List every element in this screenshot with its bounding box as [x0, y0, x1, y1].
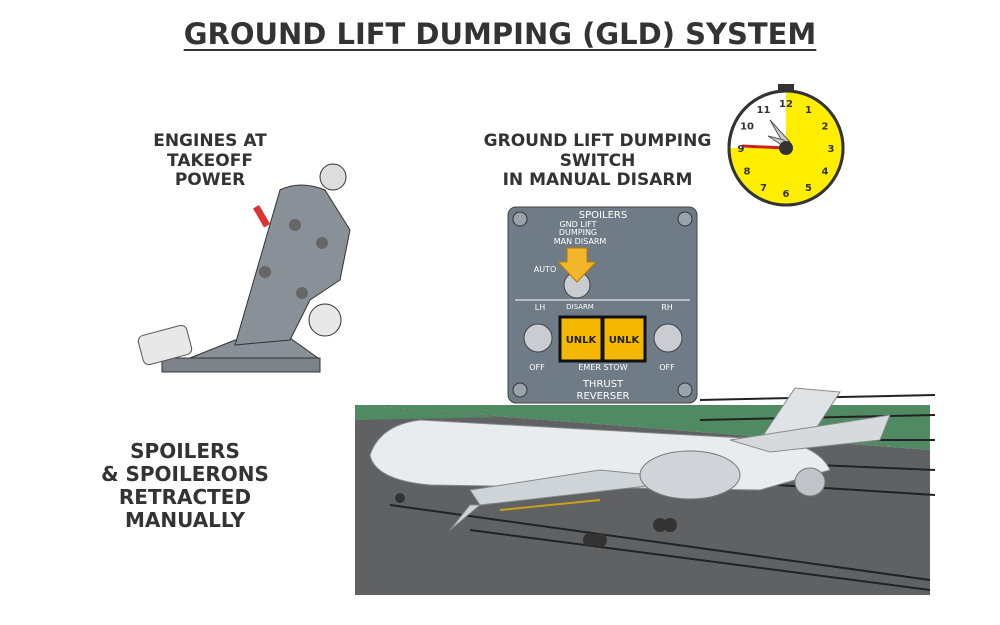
- clock-number: 11: [757, 105, 771, 116]
- clock-number: 12: [779, 99, 793, 110]
- switch-line-1: GROUND LIFT DUMPING: [483, 131, 712, 151]
- lh-reverser-toggle[interactable]: [523, 323, 553, 353]
- rh-reverser-toggle[interactable]: [653, 323, 683, 353]
- clock-number: 1: [805, 105, 812, 116]
- clock-number: 7: [760, 183, 767, 194]
- spoilers-line-1: SPOILERS: [130, 439, 240, 463]
- clock-second-hand: [741, 144, 787, 150]
- clock-number: 6: [783, 189, 790, 200]
- off-left-text: OFF: [529, 363, 545, 372]
- spoilers-line-3: RETRACTED: [118, 485, 252, 509]
- clock-number: 2: [821, 122, 828, 133]
- unlk-right-light[interactable]: [601, 315, 647, 363]
- engines-line-2: TAKEOFF: [167, 150, 253, 171]
- page-title: GROUND LIFT DUMPING (GLD) SYSTEM: [183, 17, 817, 51]
- clock-number: 3: [828, 144, 835, 155]
- aircraft: [369, 387, 891, 547]
- engines-line-3: POWER: [174, 170, 246, 191]
- clock-number: 8: [744, 167, 751, 178]
- emer-stow-text: EMER STOW: [578, 363, 627, 372]
- clock-number: 5: [805, 183, 812, 194]
- thrust-text: THRUST: [582, 379, 624, 390]
- arrow-down-icon: [556, 247, 598, 283]
- switch-label: GROUND LIFT DUMPING SWITCH IN MANUAL DIS…: [470, 131, 725, 191]
- panel-auto-text: AUTO: [534, 265, 557, 274]
- clock-number: 9: [738, 144, 745, 155]
- spoilers-thrust-reverser-panel: SPOILERS GND LIFT DUMPING MAN DISARM AUT…: [507, 206, 698, 404]
- panel-man-disarm-text: MAN DISARM: [554, 237, 607, 246]
- spoilers-line-2: & SPOILERONS: [101, 462, 269, 486]
- unlk-left-light[interactable]: [558, 315, 604, 363]
- reverser-text: REVERSER: [577, 391, 630, 402]
- panel-gnd-lift-text: GND LIFT: [559, 220, 596, 229]
- spoilers-label: SPOILERS & SPOILERONS RETRACTED MANUALLY: [80, 440, 290, 532]
- unlk-right-text: UNLK: [609, 335, 641, 346]
- switch-line-2: SWITCH: [559, 150, 636, 171]
- unlk-left-text: UNLK: [566, 335, 598, 346]
- spoilers-line-4: MANUALLY: [124, 508, 246, 532]
- off-right-text: OFF: [659, 363, 675, 372]
- panel-lh-text: LH: [535, 303, 545, 312]
- clock-number: 10: [740, 122, 754, 133]
- panel-disarm-text: DISARM: [566, 303, 594, 311]
- panel-spoilers-text: SPOILERS: [579, 210, 627, 221]
- runway-scene: [355, 387, 936, 595]
- panel-dumping-text: DUMPING: [559, 228, 597, 237]
- clock-number: 4: [821, 167, 828, 178]
- switch-line-3: IN MANUAL DISARM: [502, 170, 693, 191]
- engines-label: ENGINES AT TAKEOFF POWER: [120, 131, 300, 191]
- engines-line-1: ENGINES AT: [153, 131, 267, 151]
- panel-rh-text: RH: [661, 303, 673, 312]
- thrust-lever: [137, 163, 351, 373]
